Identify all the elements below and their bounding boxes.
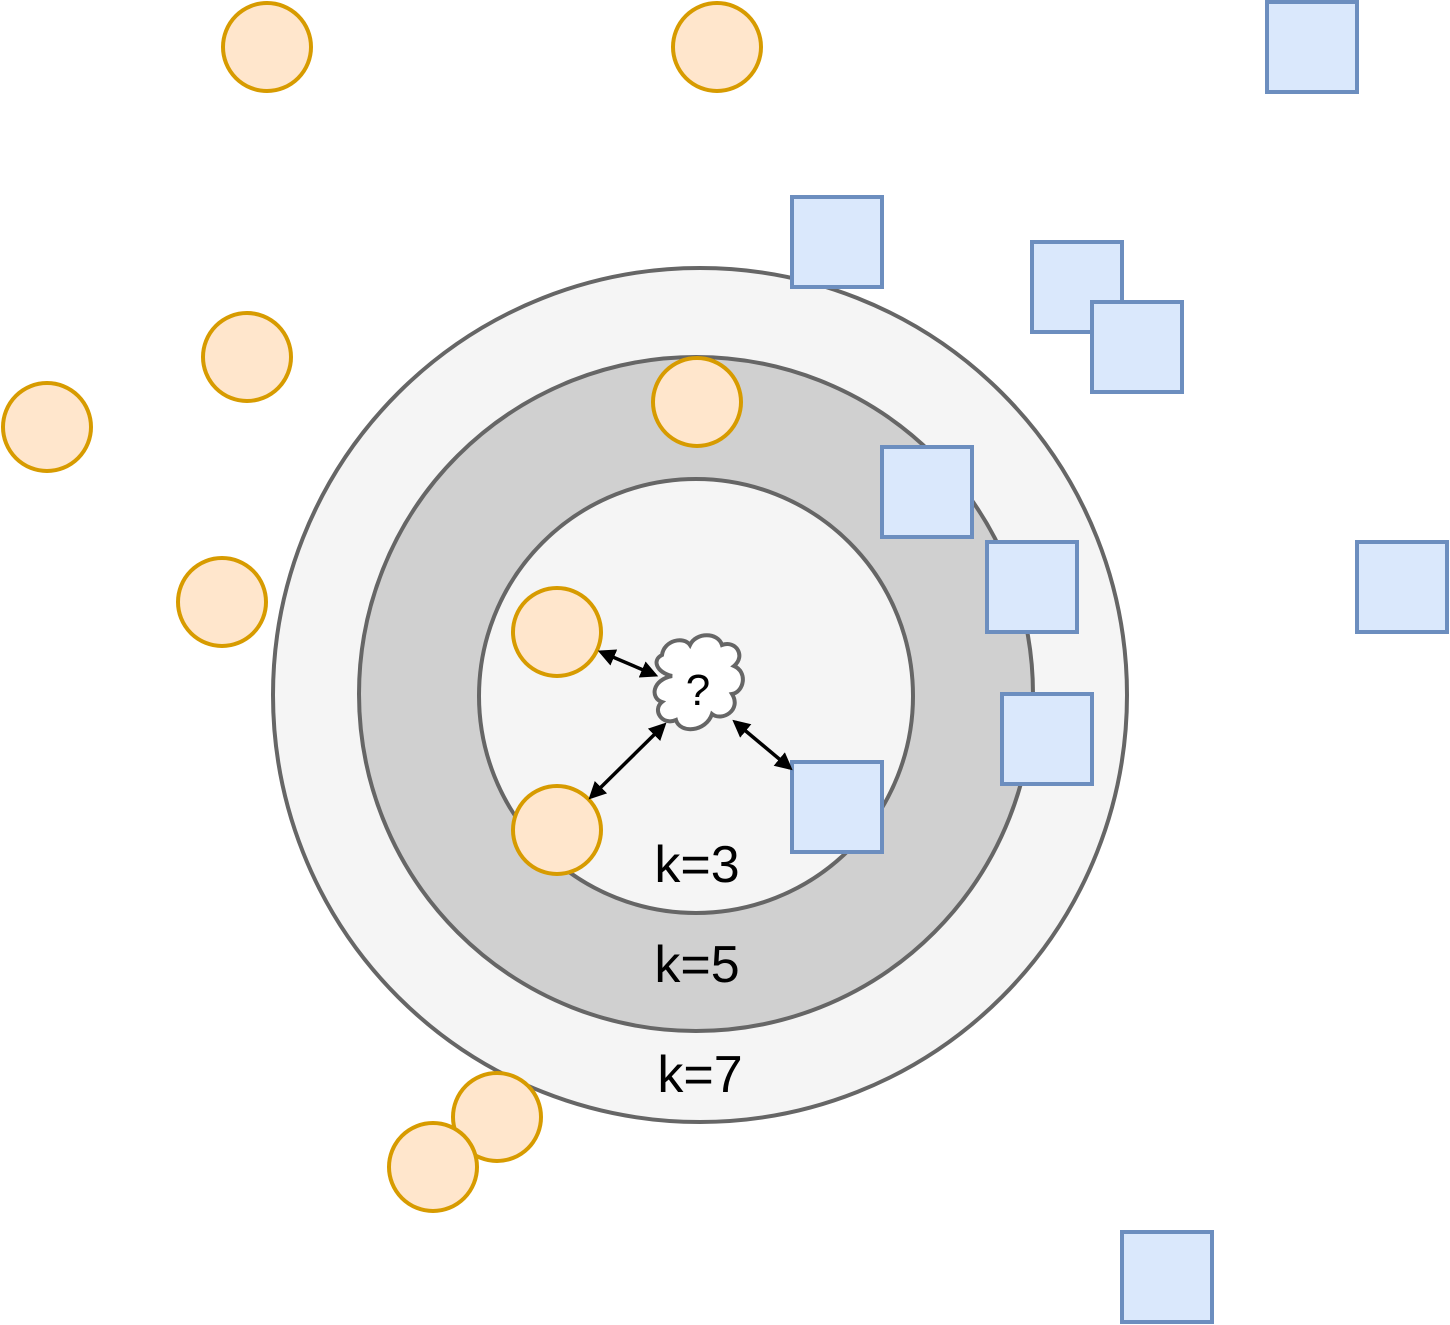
square-icon (880, 445, 974, 539)
square-icon (1090, 300, 1184, 394)
ring-k5-label: k=5 (654, 936, 739, 994)
circle-icon (221, 1, 313, 93)
circle-icon (511, 586, 603, 678)
query-symbol: ? (686, 666, 710, 715)
square-icon (1000, 692, 1094, 786)
circle-icon (511, 784, 603, 876)
arrow-to-circle-upper (597, 649, 659, 678)
distance-arrows (588, 649, 793, 800)
circle-icon (671, 1, 763, 93)
circle-icon (387, 1121, 479, 1213)
circle-points (1, 1, 763, 1213)
circle-icon (1, 381, 93, 473)
cloud-icon (652, 633, 745, 731)
circle-icon (651, 356, 743, 448)
square-icon (985, 540, 1079, 634)
square-icon (1120, 1230, 1214, 1324)
square-icon (790, 760, 884, 854)
arrow-to-circle-lower (588, 722, 667, 800)
circle-icon (451, 1071, 543, 1163)
circle-icon (176, 556, 268, 648)
square-icon (790, 195, 884, 289)
square-icon (1265, 0, 1359, 94)
circle-icon (201, 311, 293, 403)
arrow-to-square (732, 719, 793, 771)
ring-k7-label: k=7 (657, 1046, 742, 1104)
square-icon (1355, 540, 1449, 634)
square-points (790, 0, 1449, 1324)
ring-k3-label: k=3 (654, 836, 739, 894)
query-point: ? (652, 633, 745, 731)
